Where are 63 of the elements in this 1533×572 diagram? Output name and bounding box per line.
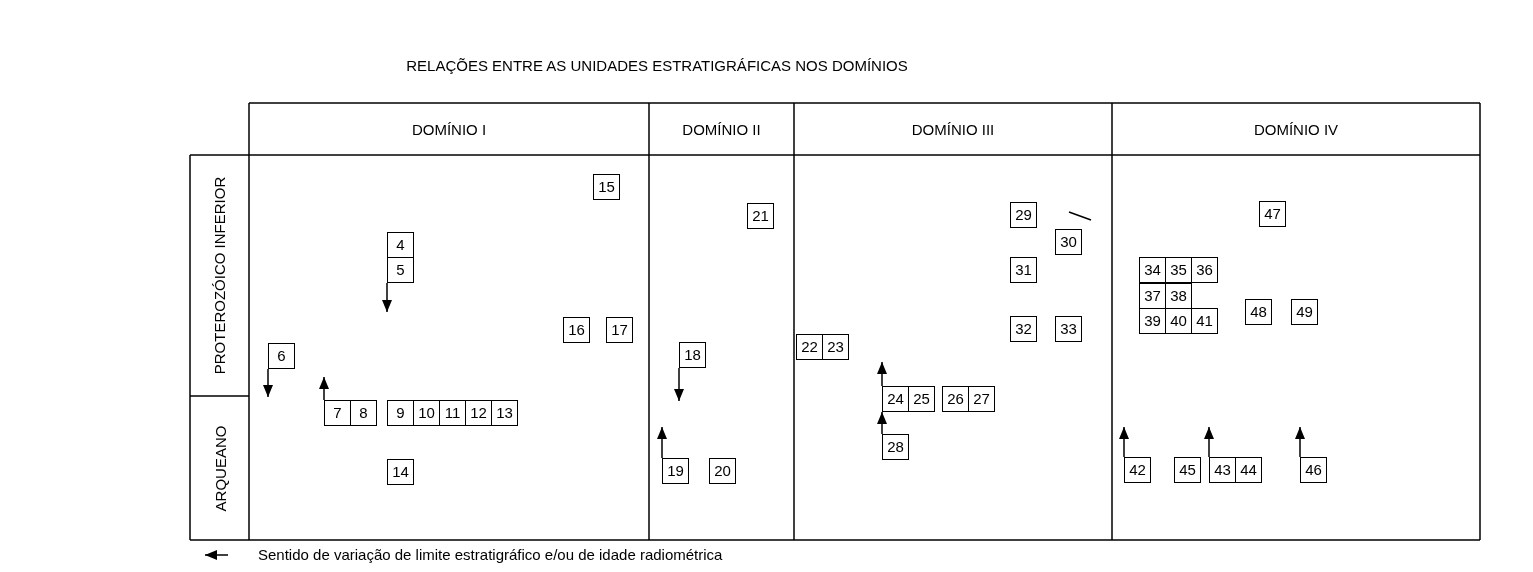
unit-box: 31 [1010, 257, 1037, 283]
unit-box: 20 [709, 458, 736, 484]
unit-box: 25 [908, 386, 935, 412]
unit-box: 22 [796, 334, 823, 360]
unit-box: 48 [1245, 299, 1272, 325]
unit-box: 6 [268, 343, 295, 369]
unit-box: 8 [350, 400, 377, 426]
domain-header: DOMÍNIO I [411, 120, 487, 138]
arrow [1295, 426, 1305, 458]
arrow [877, 411, 887, 435]
legend-text: Sentido de variação de limite estratigráfico e/ou de idade radiométrica [258, 546, 723, 563]
unit-box: 15 [593, 174, 620, 200]
unit-box: 35 [1165, 257, 1192, 283]
unit-box: 17 [606, 317, 633, 343]
unit-box: 37 [1139, 283, 1166, 309]
unit-box: 14 [387, 459, 414, 485]
period-label: PROTEROZÓICO INFERIOR [211, 176, 228, 375]
diagram-title: RELAÇÕES ENTRE AS UNIDADES ESTRATIGRÁFICAS NOS DOMÍNIOS [405, 57, 909, 74]
unit-box: 29 [1010, 202, 1037, 228]
arrow [1204, 426, 1214, 458]
unit-box: 26 [942, 386, 969, 412]
unit-box: 33 [1055, 316, 1082, 342]
unit-box: 16 [563, 317, 590, 343]
unit-box: 4 [387, 232, 414, 258]
unit-box: 9 [387, 400, 414, 426]
unit-box: 32 [1010, 316, 1037, 342]
domain-header: DOMÍNIO III [911, 120, 995, 138]
unit-box: 34 [1139, 257, 1166, 283]
unit-box: 21 [747, 203, 774, 229]
arrow [1119, 426, 1129, 458]
unit-box: 10 [413, 400, 440, 426]
unit-box: 12 [465, 400, 492, 426]
unit-box: 47 [1259, 201, 1286, 227]
unit-box: 27 [968, 386, 995, 412]
unit-box: 45 [1174, 457, 1201, 483]
unit-box: 19 [662, 458, 689, 484]
unit-box: 11 [439, 400, 466, 426]
arrow [877, 361, 887, 387]
unit-box: 23 [822, 334, 849, 360]
unit-box: 42 [1124, 457, 1151, 483]
unit-box: 44 [1235, 457, 1262, 483]
unit-box: 24 [882, 386, 909, 412]
unit-box: 36 [1191, 257, 1218, 283]
domain-header: DOMÍNIO IV [1253, 120, 1339, 138]
arrow [657, 426, 667, 459]
arrow [674, 367, 684, 402]
domain-header: DOMÍNIO II [682, 120, 761, 138]
unit-box: 43 [1209, 457, 1236, 483]
unit-box: 18 [679, 342, 706, 368]
unit-box: 5 [387, 257, 414, 283]
unit-box: 46 [1300, 457, 1327, 483]
unit-box: 7 [324, 400, 351, 426]
unit-box: 39 [1139, 308, 1166, 334]
unit-box: 28 [882, 434, 909, 460]
unit-box: 30 [1055, 229, 1082, 255]
unit-box: 38 [1165, 283, 1192, 309]
unit-box: 13 [491, 400, 518, 426]
arrow [382, 282, 392, 313]
unit-box: 49 [1291, 299, 1318, 325]
period-label: ARQUEANO [211, 425, 228, 511]
arrow [263, 368, 273, 398]
arrow [319, 376, 329, 401]
unit-box: 41 [1191, 308, 1218, 334]
